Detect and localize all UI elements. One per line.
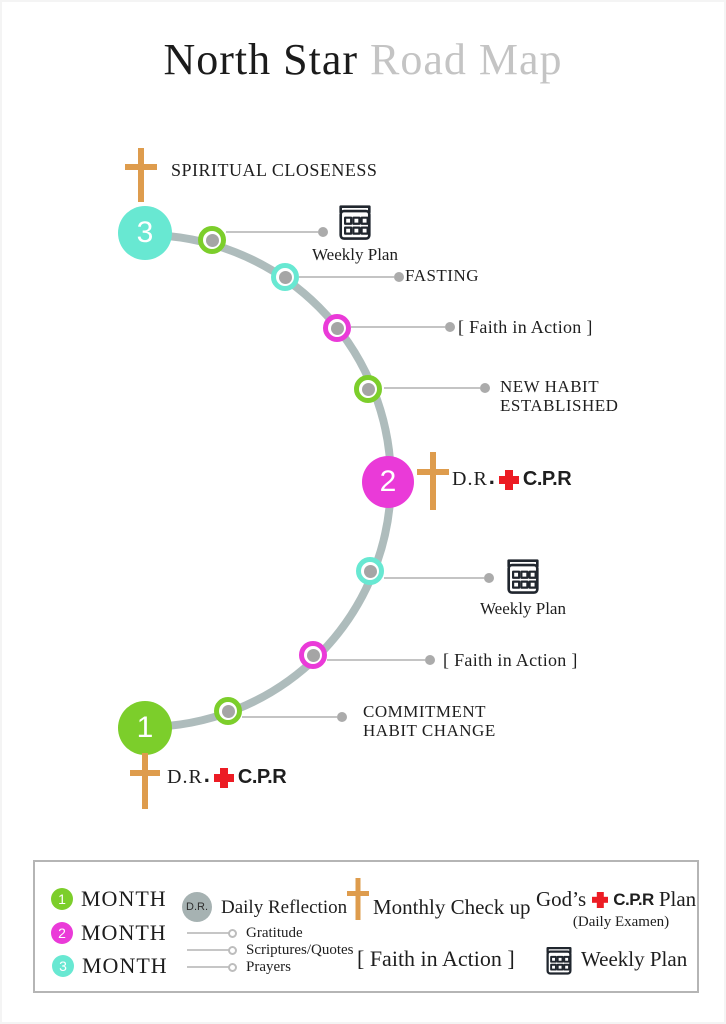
month-node-3-number: 3 [136,216,154,249]
legend-box: 1 MONTH 2 MONTH 3 MONTH D.R. Daily Refle… [33,860,699,993]
connector-line [327,655,435,665]
ring-icon [228,945,237,955]
station-dot [221,704,235,718]
red-cross-icon [499,470,519,490]
red-cross-icon [214,768,234,788]
station-label-new-habit: NEW HABIT ESTABLISHED [500,377,619,415]
ring-icon [228,928,237,938]
station-dot [306,648,320,662]
station-ring-green [214,697,242,725]
connector-line [299,272,404,282]
title-secondary: Road Map [370,35,563,84]
monthly-checkup-label: Monthly Check up [373,895,531,919]
legend-item-scriptures: Scriptures/Quotes [187,942,353,958]
month-3-badge: 3 [52,955,74,977]
weekly-plan-group: Weekly Plan [473,553,573,619]
connector-line [187,932,229,934]
daily-examen-label: (Daily Examen) [572,914,670,930]
legend-month-2: 2 MONTH [51,920,167,946]
cross-icon [347,878,369,920]
station-label-commitment: COMMITMENT HABIT CHANGE [363,702,496,740]
legend-item-prayers: Prayers [187,959,353,975]
station-ring-teal [271,263,299,291]
connector-line [187,966,229,968]
station-label-faith-in-action: [ Faith in Action ] [458,317,593,337]
legend-month-3: 3 MONTH [52,953,168,979]
legend-month-1: 1 MONTH [51,886,167,912]
page-title: North Star Road Map [0,34,726,85]
connector-line [187,949,229,951]
connector-line [226,227,328,237]
month-node-2: 2 [362,456,414,508]
title-primary: North Star [163,35,358,84]
dr-cpr-label: D.R . C.P.R [167,761,287,788]
station-dot [361,382,375,396]
connector-line [384,573,494,583]
daily-reflection-label: Daily Reflection [221,897,348,918]
station-ring-green [354,375,382,403]
month-node-1: 1 [118,701,172,755]
station-label-weekly-plan: Weekly Plan [480,599,566,618]
spiritual-closeness-label: SPIRITUAL CLOSENESS [171,160,378,180]
legend-item-gratitude: Gratitude [187,925,353,941]
station-ring-green [198,226,226,254]
faith-in-action-label: [ Faith in Action ] [357,946,515,971]
station-ring-teal [356,557,384,585]
weekly-plan-group: Weekly Plan [305,199,405,265]
month-node-2-number: 2 [379,465,397,498]
station-dot [330,321,344,335]
gods-cpr-plan-label: God’s C.P.R Plan [536,887,697,911]
calendar-icon [507,559,539,594]
cross-icon [130,753,160,809]
month-1-badge: 1 [51,888,73,910]
calendar-icon [546,946,572,975]
calendar-icon [339,205,371,240]
ring-icon [228,962,237,972]
station-dot [205,233,219,247]
station-label-weekly-plan: Weekly Plan [312,245,398,264]
connector-line [242,712,347,722]
station-dot [278,270,292,284]
red-cross-icon [592,892,608,908]
month-node-1-number: 1 [136,711,154,744]
dr-cpr-label: D.R . C.P.R [452,463,572,490]
station-label-faith-in-action: [ Faith in Action ] [443,650,578,670]
daily-reflection-badge: D.R. [182,892,212,922]
month-2-badge: 2 [51,922,73,944]
station-dot [363,564,377,578]
daily-reflection-items: Gratitude Scriptures/Quotes Prayers [187,925,353,975]
month-node-3: 3 [118,206,172,260]
station-ring-magenta [323,314,351,342]
connector-line [384,383,490,393]
station-label-fasting: FASTING [405,266,480,285]
station-ring-magenta [299,641,327,669]
connector-line [351,322,455,332]
cross-icon [125,148,157,202]
cross-icon [417,452,449,510]
weekly-plan-legend: Weekly Plan [541,942,687,977]
